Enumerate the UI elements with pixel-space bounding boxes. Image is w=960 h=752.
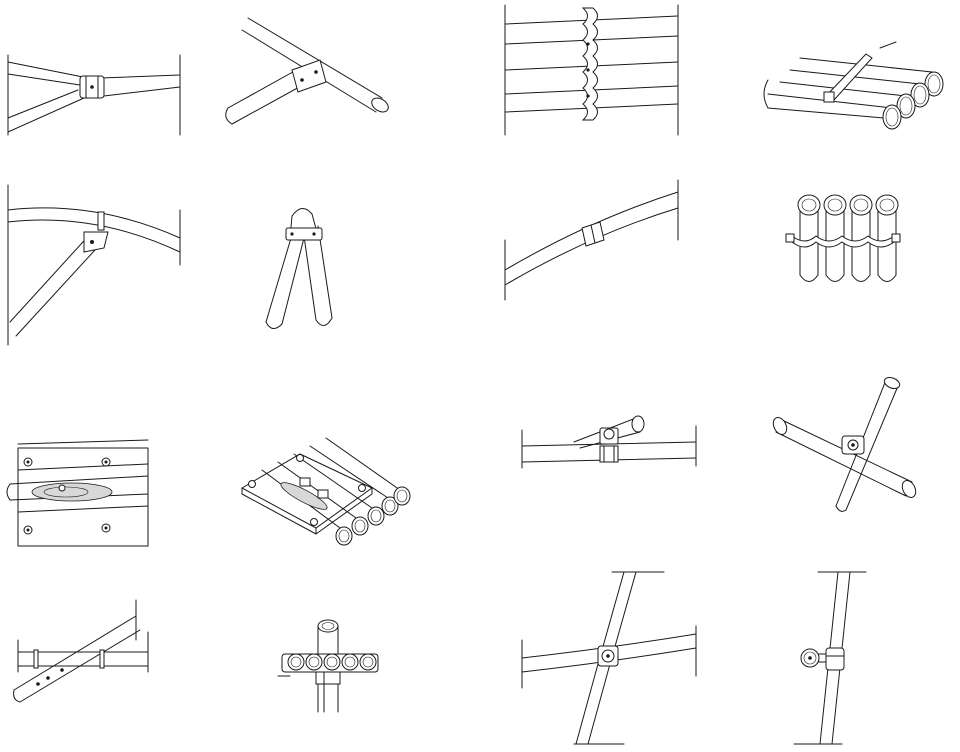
detail-panel-over-strut: [13, 599, 149, 703]
detail-panel-base-plate-tubes: [240, 437, 411, 546]
detail-panel-tube-bundle-band: [763, 41, 944, 130]
detail-panel-vertical-through-row: [277, 619, 379, 713]
detail-panel-inverted-v: [265, 208, 333, 329]
detail-panel-tube-row-clamp: [785, 194, 901, 282]
detail-panel-t-junction: [521, 415, 697, 469]
detail-panel-x-crossing: [772, 376, 917, 512]
detail-panel-wavy-strap: [504, 4, 679, 136]
detail-panel-angled-branch: [225, 17, 389, 125]
detail-panel-diagonal-strut: [7, 184, 181, 346]
detail-panel-curved-coupling: [504, 179, 679, 301]
detail-panel-bolted-plate: [6, 439, 149, 547]
detail-panel-side-connector: [793, 571, 867, 745]
detail-panel-converging-tubes: [7, 54, 181, 136]
detail-panel-hub-crossing: [521, 571, 697, 745]
